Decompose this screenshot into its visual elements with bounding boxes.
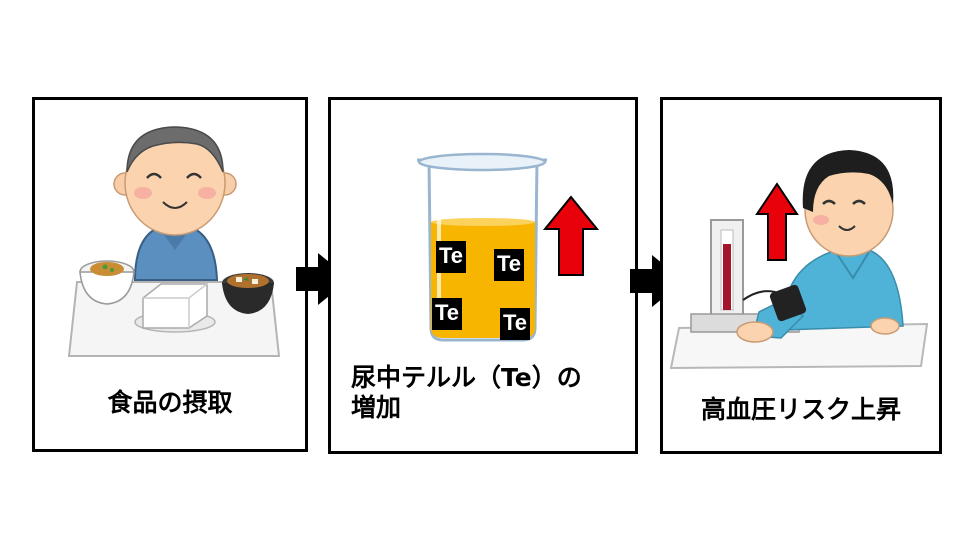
man-blood-pressure-icon <box>669 150 929 370</box>
caption-line: 食品の摂取 <box>107 388 233 417</box>
caption-line: 尿中テルル（Te）の <box>351 363 582 392</box>
tellurium-marker: Te <box>500 308 531 340</box>
step-caption-food-intake: 食品の摂取 <box>35 388 305 418</box>
step-caption-urinary-tellurium: 尿中テルル（Te）の 増加 <box>351 363 582 423</box>
step-caption-hypertension-risk: 高血圧リスク上昇 <box>663 395 939 425</box>
step-panel-hypertension-risk: 高血圧リスク上昇 <box>660 97 942 454</box>
caption-line: 増加 <box>351 393 402 422</box>
step-panel-urinary-tellurium: Te Te Te Te 尿中テルル（Te）の 増加 <box>328 97 638 454</box>
increase-arrow-icon <box>755 182 799 261</box>
tellurium-marker: Te <box>432 298 463 330</box>
flow-arrow-icon <box>630 255 684 307</box>
step-panel-food-intake: 食品の摂取 <box>32 97 308 452</box>
tellurium-marker: Te <box>494 249 525 281</box>
flow-arrow-icon <box>296 253 350 305</box>
caption-line: 高血圧リスク上昇 <box>700 395 901 424</box>
elderly-man-eating-icon <box>67 126 281 357</box>
tellurium-marker: Te <box>436 241 467 273</box>
increase-arrow-icon <box>542 195 600 276</box>
